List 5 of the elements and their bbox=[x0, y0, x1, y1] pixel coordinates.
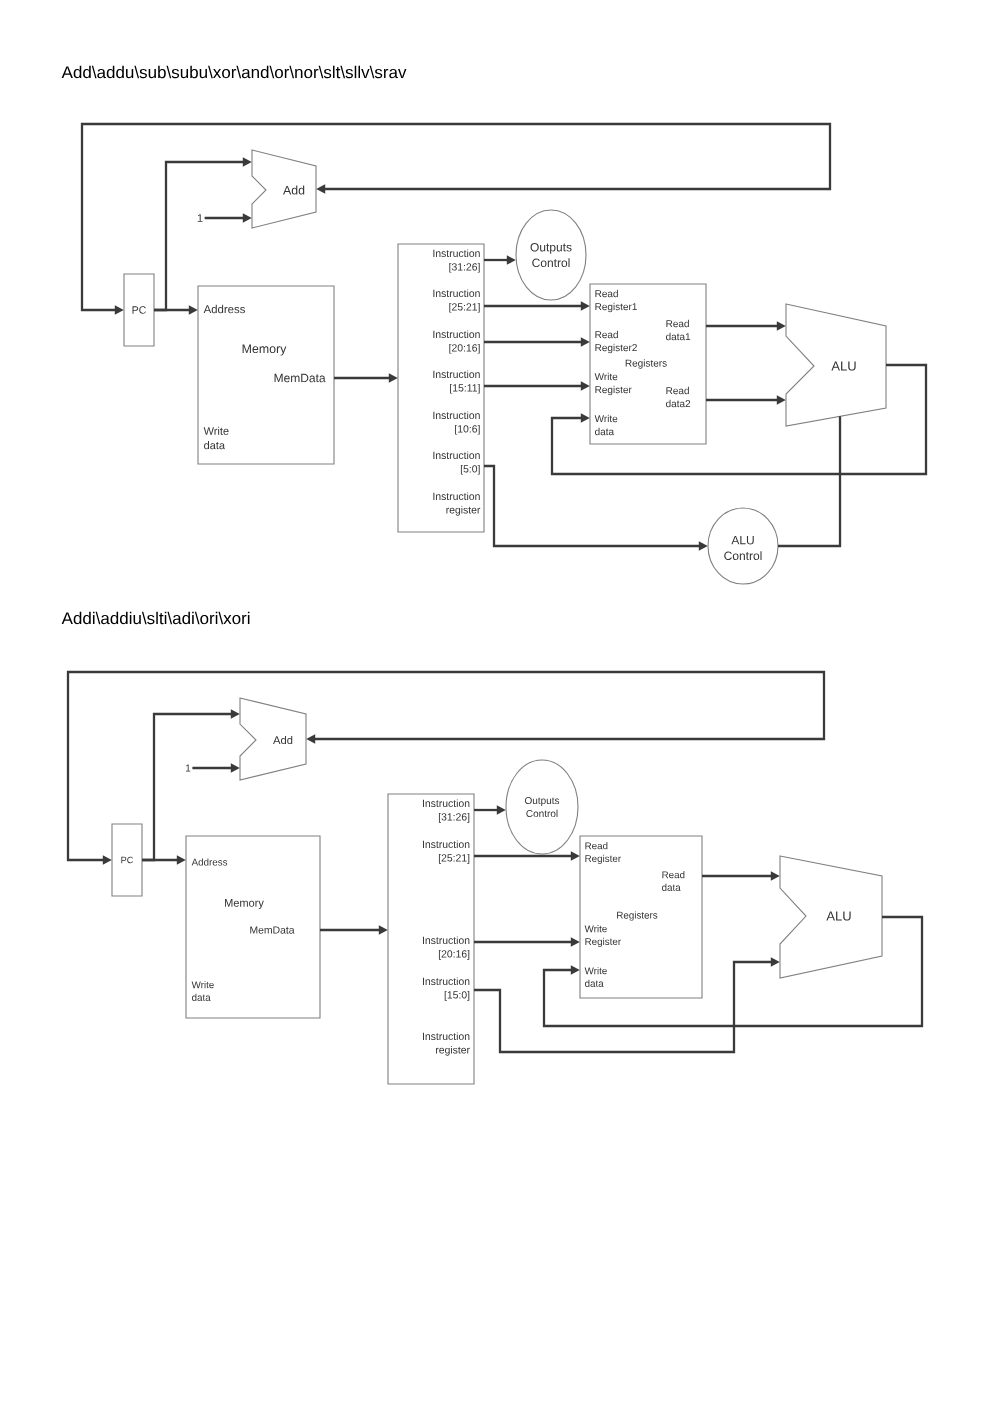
arrow bbox=[542, 915, 924, 1028]
heading: Add\addu\sub\subu\xor\and\or\nor\slt\sllv\srav bbox=[61, 65, 407, 79]
connector-line bbox=[778, 416, 842, 548]
arrow bbox=[550, 363, 928, 476]
heading: Addi\addiu\slti\adi\ori\xori bbox=[61, 611, 250, 625]
